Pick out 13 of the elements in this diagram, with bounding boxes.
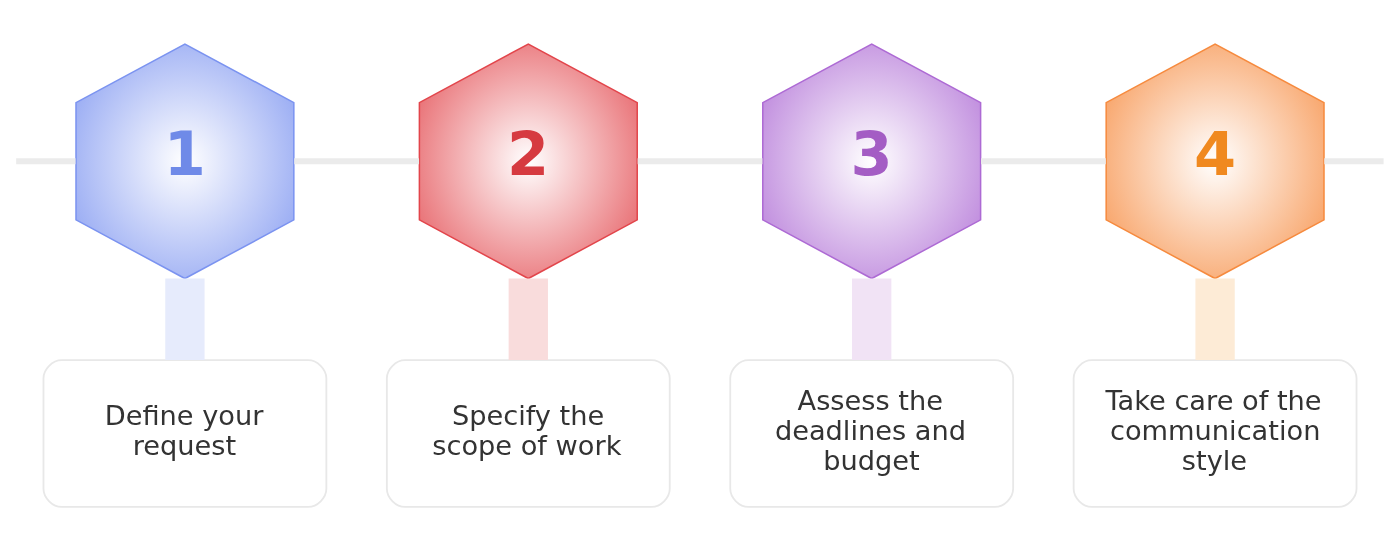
- connector: [16, 157, 76, 164]
- connector: [852, 278, 892, 360]
- connector: [1195, 278, 1235, 360]
- connector: [294, 157, 420, 164]
- connector: [1324, 157, 1384, 164]
- connector: [981, 157, 1106, 164]
- connector: [165, 278, 205, 360]
- node-box: Take care of the communication style: [1072, 358, 1358, 508]
- node-box: Assess the deadlines and budget: [729, 358, 1015, 508]
- connector: [508, 278, 548, 360]
- node-box: Define your request: [42, 358, 328, 508]
- connector: [637, 157, 763, 164]
- node-box: Specify the scope of work: [385, 358, 671, 508]
